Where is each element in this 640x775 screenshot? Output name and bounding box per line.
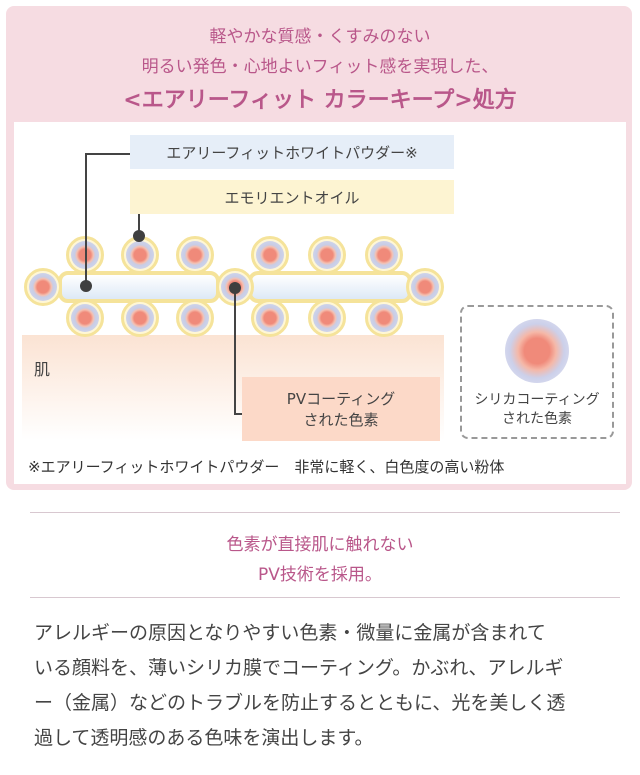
powder-label: エアリーフィットホワイトパウダー※ <box>130 135 454 169</box>
leader-line <box>138 214 140 236</box>
pigment-particle <box>251 299 289 337</box>
header-line-1: 軽やかな質感・くすみのない <box>209 27 431 47</box>
header-title: <エアリーフィット カラーキープ>処方 <box>123 88 517 113</box>
footnote: ※エアリーフィットホワイトパウダー 非常に軽く、白色度の高い粉体 <box>28 458 505 476</box>
body-line: アレルギーの原因となりやすい色素・微量に金属が含まれて <box>34 622 546 644</box>
silica-label-line: シリカコーティング <box>474 392 600 408</box>
pigment-particle <box>24 268 62 306</box>
leader-line <box>85 153 87 286</box>
pigment-particle <box>308 299 346 337</box>
leader-line <box>85 153 130 155</box>
body-text: アレルギーの原因となりやすい色素・微量に金属が含まれて いる顔料を、薄いシリカ膜… <box>34 616 565 756</box>
skin-label: 肌 <box>34 360 51 379</box>
pigment-particle <box>66 299 104 337</box>
oil-label: エモリエントオイル <box>130 180 454 214</box>
pv-coating-label: PVコーティング された色素 <box>242 377 440 441</box>
pointer-dot <box>133 230 145 242</box>
pointer-dot <box>80 280 92 292</box>
silica-label: シリカコーティング された色素 <box>462 391 612 429</box>
divider <box>30 512 620 513</box>
pigment-particle <box>121 299 159 337</box>
pigment-particle <box>308 236 346 274</box>
pigment-particle <box>121 236 159 274</box>
pigment-particle <box>406 268 444 306</box>
pigment-particle <box>176 236 214 274</box>
body-line: いる顔料を、薄いシリカ膜でコーティング。かぶれ、アレルギ <box>34 657 564 679</box>
pigment-particle <box>365 299 403 337</box>
leader-line <box>234 288 236 414</box>
pv-label-line: された色素 <box>303 411 379 429</box>
silica-pigment-icon <box>505 319 569 383</box>
body-line: ー（金属）などのトラブルを防止するとともに、光を美しく透 <box>34 692 566 714</box>
divider <box>30 597 620 598</box>
pigment-particle <box>365 236 403 274</box>
pigment-particle <box>251 236 289 274</box>
silica-legend-box: シリカコーティング された色素 <box>460 305 614 439</box>
pv-label-line: PVコーティング <box>286 390 396 408</box>
pointer-dot <box>229 282 241 294</box>
subheading-line-1: 色素が直接肌に触れない <box>226 535 414 555</box>
header-line-2: 明るい発色・心地よいフィット感を実現した、 <box>141 57 499 77</box>
body-line: 過して透明感のある色味を演出します。 <box>34 727 374 749</box>
leader-line <box>234 413 242 415</box>
subheading-line-2: PV技術を採用。 <box>258 565 382 585</box>
pigment-particle <box>176 299 214 337</box>
silica-label-line: された色素 <box>502 411 572 427</box>
